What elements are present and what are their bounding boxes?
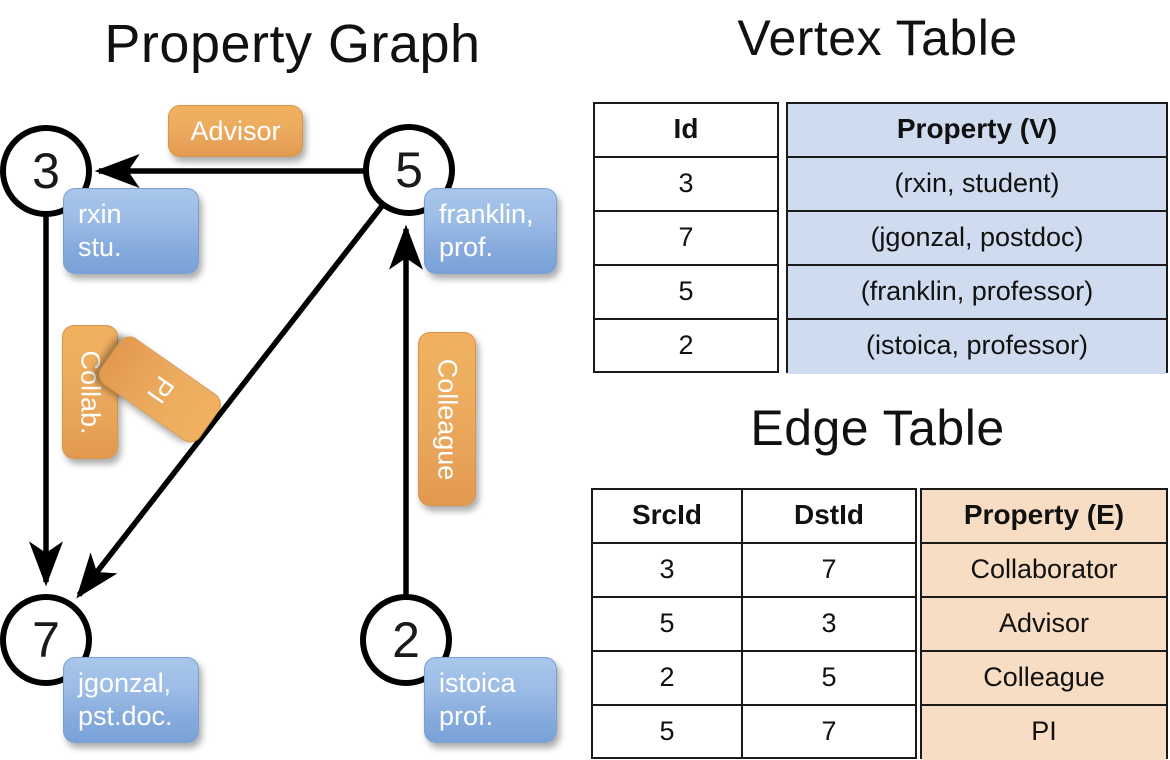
vertex-row-2-id: 5 [595,266,777,320]
page-title-edge-table: Edge Table [750,400,1005,456]
edge-label-pi-text: PI [140,370,181,409]
vertex-property-box-5: franklin, prof. [424,188,557,274]
edge-row-2-property: Colleague [922,652,1166,706]
edge-table-col-srcid: SrcId 3 5 2 5 [591,488,743,759]
edge-row-0-property: Collaborator [922,544,1166,598]
vertex-property-box-3: rxin stu. [63,188,199,274]
vertex-prop-3-line1: rxin [78,199,122,229]
edge-label-colleague: Colleague [418,332,476,506]
edge-row-2-srcid: 2 [593,652,741,706]
vertex-prop-5-line2: prof. [439,232,494,262]
edge-label-collab-text: Collab. [75,349,106,435]
vertex-property-box-7: jgonzal, pst.doc. [63,657,199,743]
vertex-prop-7-line2: pst.doc. [78,701,173,731]
edge-table-col-property: Property (E) Collaborator Advisor Collea… [920,488,1168,760]
vertex-row-2-property: (franklin, professor) [788,266,1166,320]
vertex-prop-5-line1: franklin, [439,199,534,229]
vertex-table-col-property: Property (V) (rxin, student) (jgonzal, p… [786,102,1168,374]
edge-row-3-dstid: 7 [821,716,837,746]
vertex-row-1-id: 7 [595,212,777,266]
vertex-col-header-property: Property (V) [788,104,1166,158]
property-graph-panel: Property Graph 3 5 7 2 rxin stu. f [0,14,557,743]
edge-row-1-srcid: 5 [593,598,741,652]
edge-label-advisor-text: Advisor [190,115,281,146]
edge-row-2-dstid: 5 [743,652,915,706]
edge-row-0-srcid: 3 [593,544,741,598]
vertex-row-3-property: (istoica, professor) [788,320,1166,374]
edge-label-colleague-text: Colleague [432,358,463,480]
edge-5-to-7 [76,204,385,599]
edge-row-0-dstid: 7 [743,544,915,598]
edge-row-3-property: PI [922,706,1166,760]
vertex-prop-7-line1: jgonzal, [78,668,172,698]
page-title-property-graph: Property Graph [104,14,481,74]
page-title-vertex-table: Vertex Table [737,10,1018,66]
edge-col-header-srcid: SrcId [593,490,741,544]
edge-label-advisor: Advisor [168,105,303,157]
graph-edges [28,153,424,599]
vertex-row-3-id: 2 [678,330,694,360]
edge-row-3-srcid: 5 [659,716,675,746]
edge-label-collab: Collab. [62,325,118,459]
edge-col-header-property: Property (E) [922,490,1166,544]
edge-table-col-dstid: DstId 7 3 5 7 [743,488,917,759]
vertex-row-0-id: 3 [595,158,777,212]
vertex-row-0-property: (rxin, student) [788,158,1166,212]
edge-row-1-dstid: 3 [743,598,915,652]
edge-col-header-dstid: DstId [743,490,915,544]
vertex-property-box-2: istoica prof. [424,657,557,743]
vertex-table-col-id: Id 3 7 5 2 [593,102,779,373]
vertex-prop-2-line1: istoica [439,668,516,698]
vertex-prop-3-line2: stu. [78,232,122,262]
edge-row-1-property: Advisor [922,598,1166,652]
vertex-prop-2-line2: prof. [439,701,494,731]
vertex-col-header-id: Id [595,104,777,158]
vertex-row-1-property: (jgonzal, postdoc) [788,212,1166,266]
